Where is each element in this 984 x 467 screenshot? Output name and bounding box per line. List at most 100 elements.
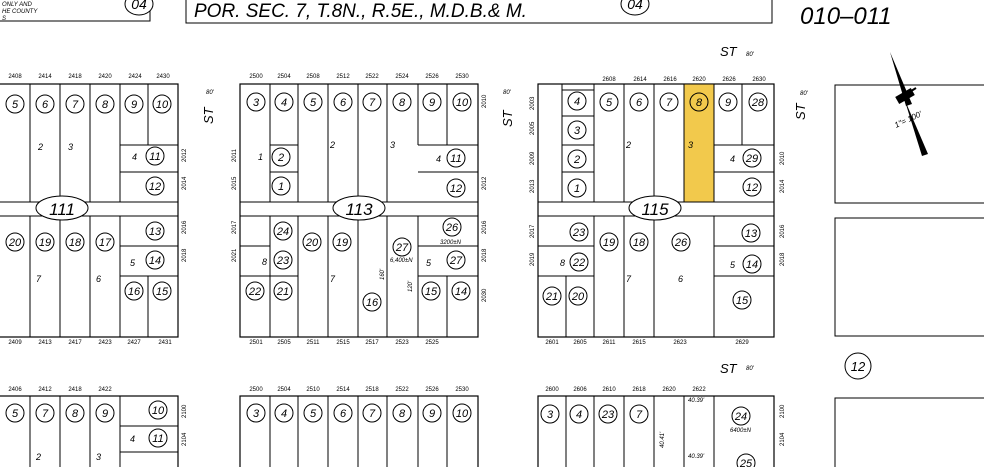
lot-number: 4 [281,408,287,420]
lot-number-circle [567,91,587,111]
address-label: 2610 [602,387,616,393]
address-label: 2518 [365,387,379,393]
street-label-2: ST [500,109,515,127]
lot-number: 20 [8,237,22,249]
street-label-1: ST [201,106,216,124]
address-label: 2021 [232,248,238,262]
lot-number-circle [452,403,472,423]
lot-number-circle [95,403,115,423]
highlighted-parcel[interactable] [683,83,715,203]
lot-number: 7 [636,409,643,421]
address-label: 2510 [306,387,320,393]
parcel-number: 5 [426,258,432,268]
lot-number-circle [422,403,442,423]
address-label: 2424 [128,74,142,80]
address-label: 2100 [182,404,188,418]
lot-number: 19 [39,237,51,249]
lot-number-circle [392,403,412,423]
street-width-1: 80' [206,90,215,96]
map-number: 010–011 [800,3,892,30]
lot-number: 26 [674,237,688,249]
lot-number-circle [742,254,762,274]
lot-number: 4 [576,409,582,421]
address-label: 2511 [307,340,321,346]
lot-number: 5 [12,99,19,111]
lot-number-circle [568,286,588,306]
lot-number-circle [271,147,291,167]
lot-number: 18 [633,237,646,249]
lot-number-circle [629,92,649,112]
lot-number: 22 [572,257,585,269]
lot-number: 2 [277,152,284,164]
address-label: 2626 [722,77,736,83]
lot-number: 2 [573,154,580,166]
lot-number: 9 [131,99,137,111]
lot-number-circle [65,94,85,114]
address-label: 2530 [455,387,469,393]
lot-number-circle [736,453,756,467]
address-label: 2100 [780,404,786,418]
lot-number: 18 [69,237,82,249]
lot-number-circle [65,403,85,423]
lot-number: 15 [156,286,169,298]
lot-number-circle [95,94,115,114]
address-label: 2512 [336,74,350,80]
lot-number: 10 [456,97,469,109]
lot-number: 11 [450,153,461,165]
lot-number-circle [567,149,587,169]
address-label: 2016 [182,220,188,234]
street-label-bottom: ST [720,361,738,376]
lot-number: 7 [72,99,79,111]
lot-number: 14 [746,259,758,271]
lot-number-circle [442,217,462,237]
block-111-label: 111 [49,200,75,219]
street-label-top: ST [720,44,738,59]
block-115: 115 [537,83,775,338]
lot-number: 29 [745,153,758,165]
lot-number-circle [741,223,761,243]
lot-number: 14 [455,286,467,298]
legal-box [185,0,773,24]
lot-number: 20 [305,237,319,249]
lot-number: 21 [545,291,558,303]
lot-number-circle [5,232,25,252]
parcel-number: 4 [436,154,441,164]
lot-number-circle [567,178,587,198]
lot-number: 8 [399,408,406,420]
address-label: 2526 [425,74,439,80]
address-label: 2423 [98,340,112,346]
lower-block-left [0,395,179,467]
parcel-number: 8 [560,258,565,268]
street-label-3: ST [793,102,808,120]
lower-block-middle [239,395,479,467]
lot-number: 23 [601,409,615,421]
dimension-label: 120' [408,280,414,292]
lot-number: 17 [99,237,112,249]
lot-number: 10 [156,99,169,111]
address-label: 2508 [306,74,320,80]
address-label: 2623 [673,340,687,346]
lot-number: 9 [429,97,435,109]
lot-number-circle [567,120,587,140]
address-label: 2605 [573,340,587,346]
lot-number: 4 [281,97,287,109]
address-label: 2524 [395,74,409,80]
lot-number: 12 [746,182,758,194]
parcel-number: 7 [330,274,336,284]
note-line-1: ONLY AND [2,2,32,8]
address-label: 2614 [633,77,647,83]
lot-number-circle [145,250,165,270]
address-label: 2030 [482,288,488,302]
address-label: 2412 [38,387,52,393]
parcel-number: 4 [730,154,735,164]
address-label: 2530 [455,74,469,80]
address-label: 2501 [249,340,263,346]
lot-number: 1 [574,183,580,195]
lot-number-circle [148,400,168,420]
address-label: 2013 [530,179,536,193]
parcel-number: 3 [688,140,693,150]
parcel-number: 2 [37,142,43,152]
lot-number: 10 [456,408,469,420]
area-note: 6,400±N [390,258,413,264]
